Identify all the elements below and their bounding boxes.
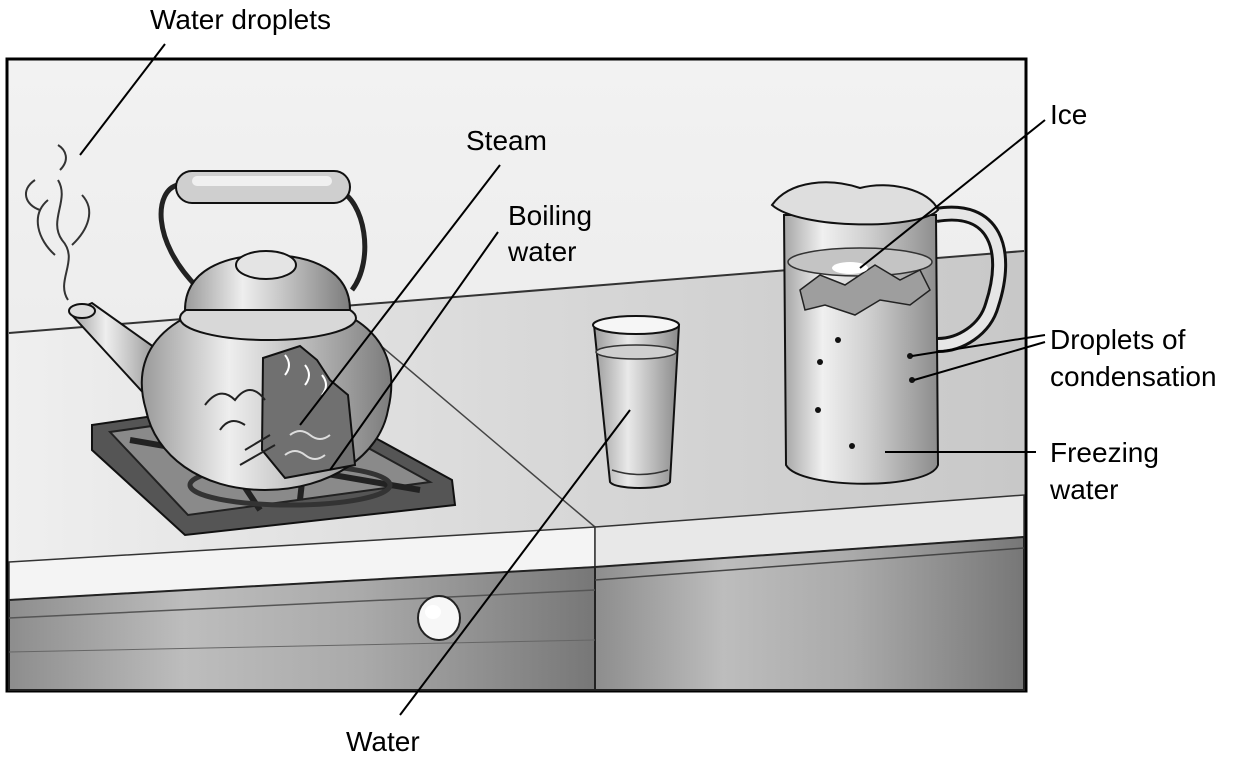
leader-droplets-1 bbox=[911, 334, 1046, 357]
glass-of-water bbox=[592, 315, 681, 489]
leader-water bbox=[399, 409, 631, 716]
label-freezing-line1: Freezing bbox=[1050, 437, 1159, 468]
label-droplets-line1: Droplets of bbox=[1050, 324, 1186, 355]
label-steam: Steam bbox=[466, 125, 547, 156]
label-boiling-water-line2: water bbox=[508, 236, 577, 267]
label-freezing-line2: water bbox=[1050, 474, 1119, 505]
stove-panel-line bbox=[8, 639, 596, 653]
leader-boiling-water bbox=[329, 231, 499, 471]
leader-water-droplets bbox=[79, 43, 166, 156]
label-boiling-water-line1: Boiling bbox=[508, 200, 593, 231]
label-droplets-line2: condensation bbox=[1050, 361, 1217, 392]
stove-knob bbox=[417, 595, 461, 641]
steam-wisps bbox=[25, 144, 91, 301]
stove-knob-highlight bbox=[425, 605, 441, 619]
kettle bbox=[68, 170, 393, 492]
stove-trim-line bbox=[8, 589, 596, 619]
leader-ice bbox=[859, 119, 1046, 269]
pitcher bbox=[770, 181, 1008, 485]
cabinet-trim-line bbox=[594, 547, 1025, 581]
cabinet-right bbox=[594, 535, 1025, 691]
label-ice: Ice bbox=[1050, 99, 1088, 130]
leader-steam bbox=[299, 164, 501, 426]
counter-divide-line bbox=[379, 344, 596, 528]
leader-droplets-2 bbox=[913, 341, 1046, 381]
label-water: Water bbox=[346, 726, 420, 757]
label-water-droplets: Water droplets bbox=[150, 4, 332, 35]
